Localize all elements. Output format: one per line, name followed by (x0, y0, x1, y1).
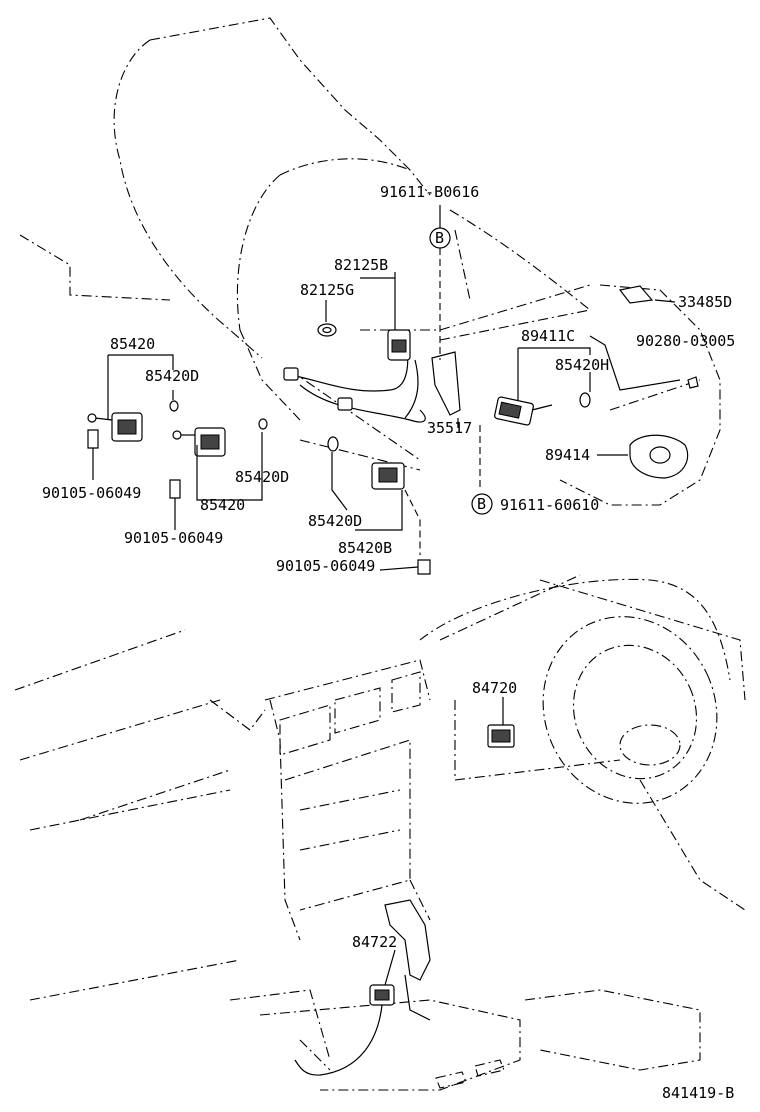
gasket-85420d-top (169, 400, 179, 412)
sensor-89411c (494, 285, 699, 479)
bolt-90105-b (169, 479, 181, 499)
label-82125g: 82125G (300, 281, 354, 299)
label-b-bottom: B (477, 495, 486, 513)
label-91611-b0616: 91611-B0616 (380, 183, 479, 201)
label-85420d-top: 85420D (145, 367, 199, 385)
label-35517: 35517 (427, 419, 472, 437)
gasket-85420d-low (327, 436, 339, 452)
bolt-90105-a (87, 429, 99, 449)
label-85420d-mid: 85420D (235, 468, 289, 486)
label-89414: 89414 (545, 446, 590, 464)
leader-lines (92, 205, 681, 986)
label-91611-60610: 91611-60610 (500, 496, 599, 514)
sensor-85420-mid (169, 418, 268, 499)
label-82125b: 82125B (334, 256, 388, 274)
label-90105-06049-b: 90105-06049 (124, 529, 223, 547)
sensor-85420b (327, 436, 431, 575)
cover-33485d (618, 285, 654, 304)
label-85420b: 85420B (338, 539, 392, 557)
label-84722: 84722 (352, 933, 397, 951)
gasket-85420d-mid (258, 418, 268, 430)
label-84720: 84720 (472, 679, 517, 697)
shift-lever (294, 899, 431, 1076)
label-89411c: 89411C (521, 327, 575, 345)
clip-90280 (687, 376, 699, 389)
label-85420h: 85420H (555, 356, 609, 374)
label-90105-06049-a: 90105-06049 (42, 484, 141, 502)
label-90105-06049-c: 90105-06049 (276, 557, 375, 575)
label-85420d-low: 85420D (308, 512, 362, 530)
label-diagram-code: 841419-B (662, 1084, 734, 1102)
sensor-85420-top (87, 400, 179, 470)
wire-harness (283, 323, 461, 423)
label-33485d: 33485D (678, 293, 732, 311)
callout-b-bottom (471, 493, 493, 515)
gasket-85420h (579, 392, 591, 408)
dashboard-outline (14, 574, 746, 1091)
bracket-35517 (431, 351, 461, 416)
bolt-90105-c (417, 559, 431, 575)
label-85420-mid: 85420 (200, 496, 245, 514)
label-b-top: B (435, 229, 444, 247)
callout-b-top (429, 227, 451, 249)
part-labels: 91611-B0616 B 82125B 82125G 33485D 85420… (42, 183, 735, 1102)
label-85420-top: 85420 (110, 335, 155, 353)
label-90280-03005: 90280-03005 (636, 332, 735, 350)
